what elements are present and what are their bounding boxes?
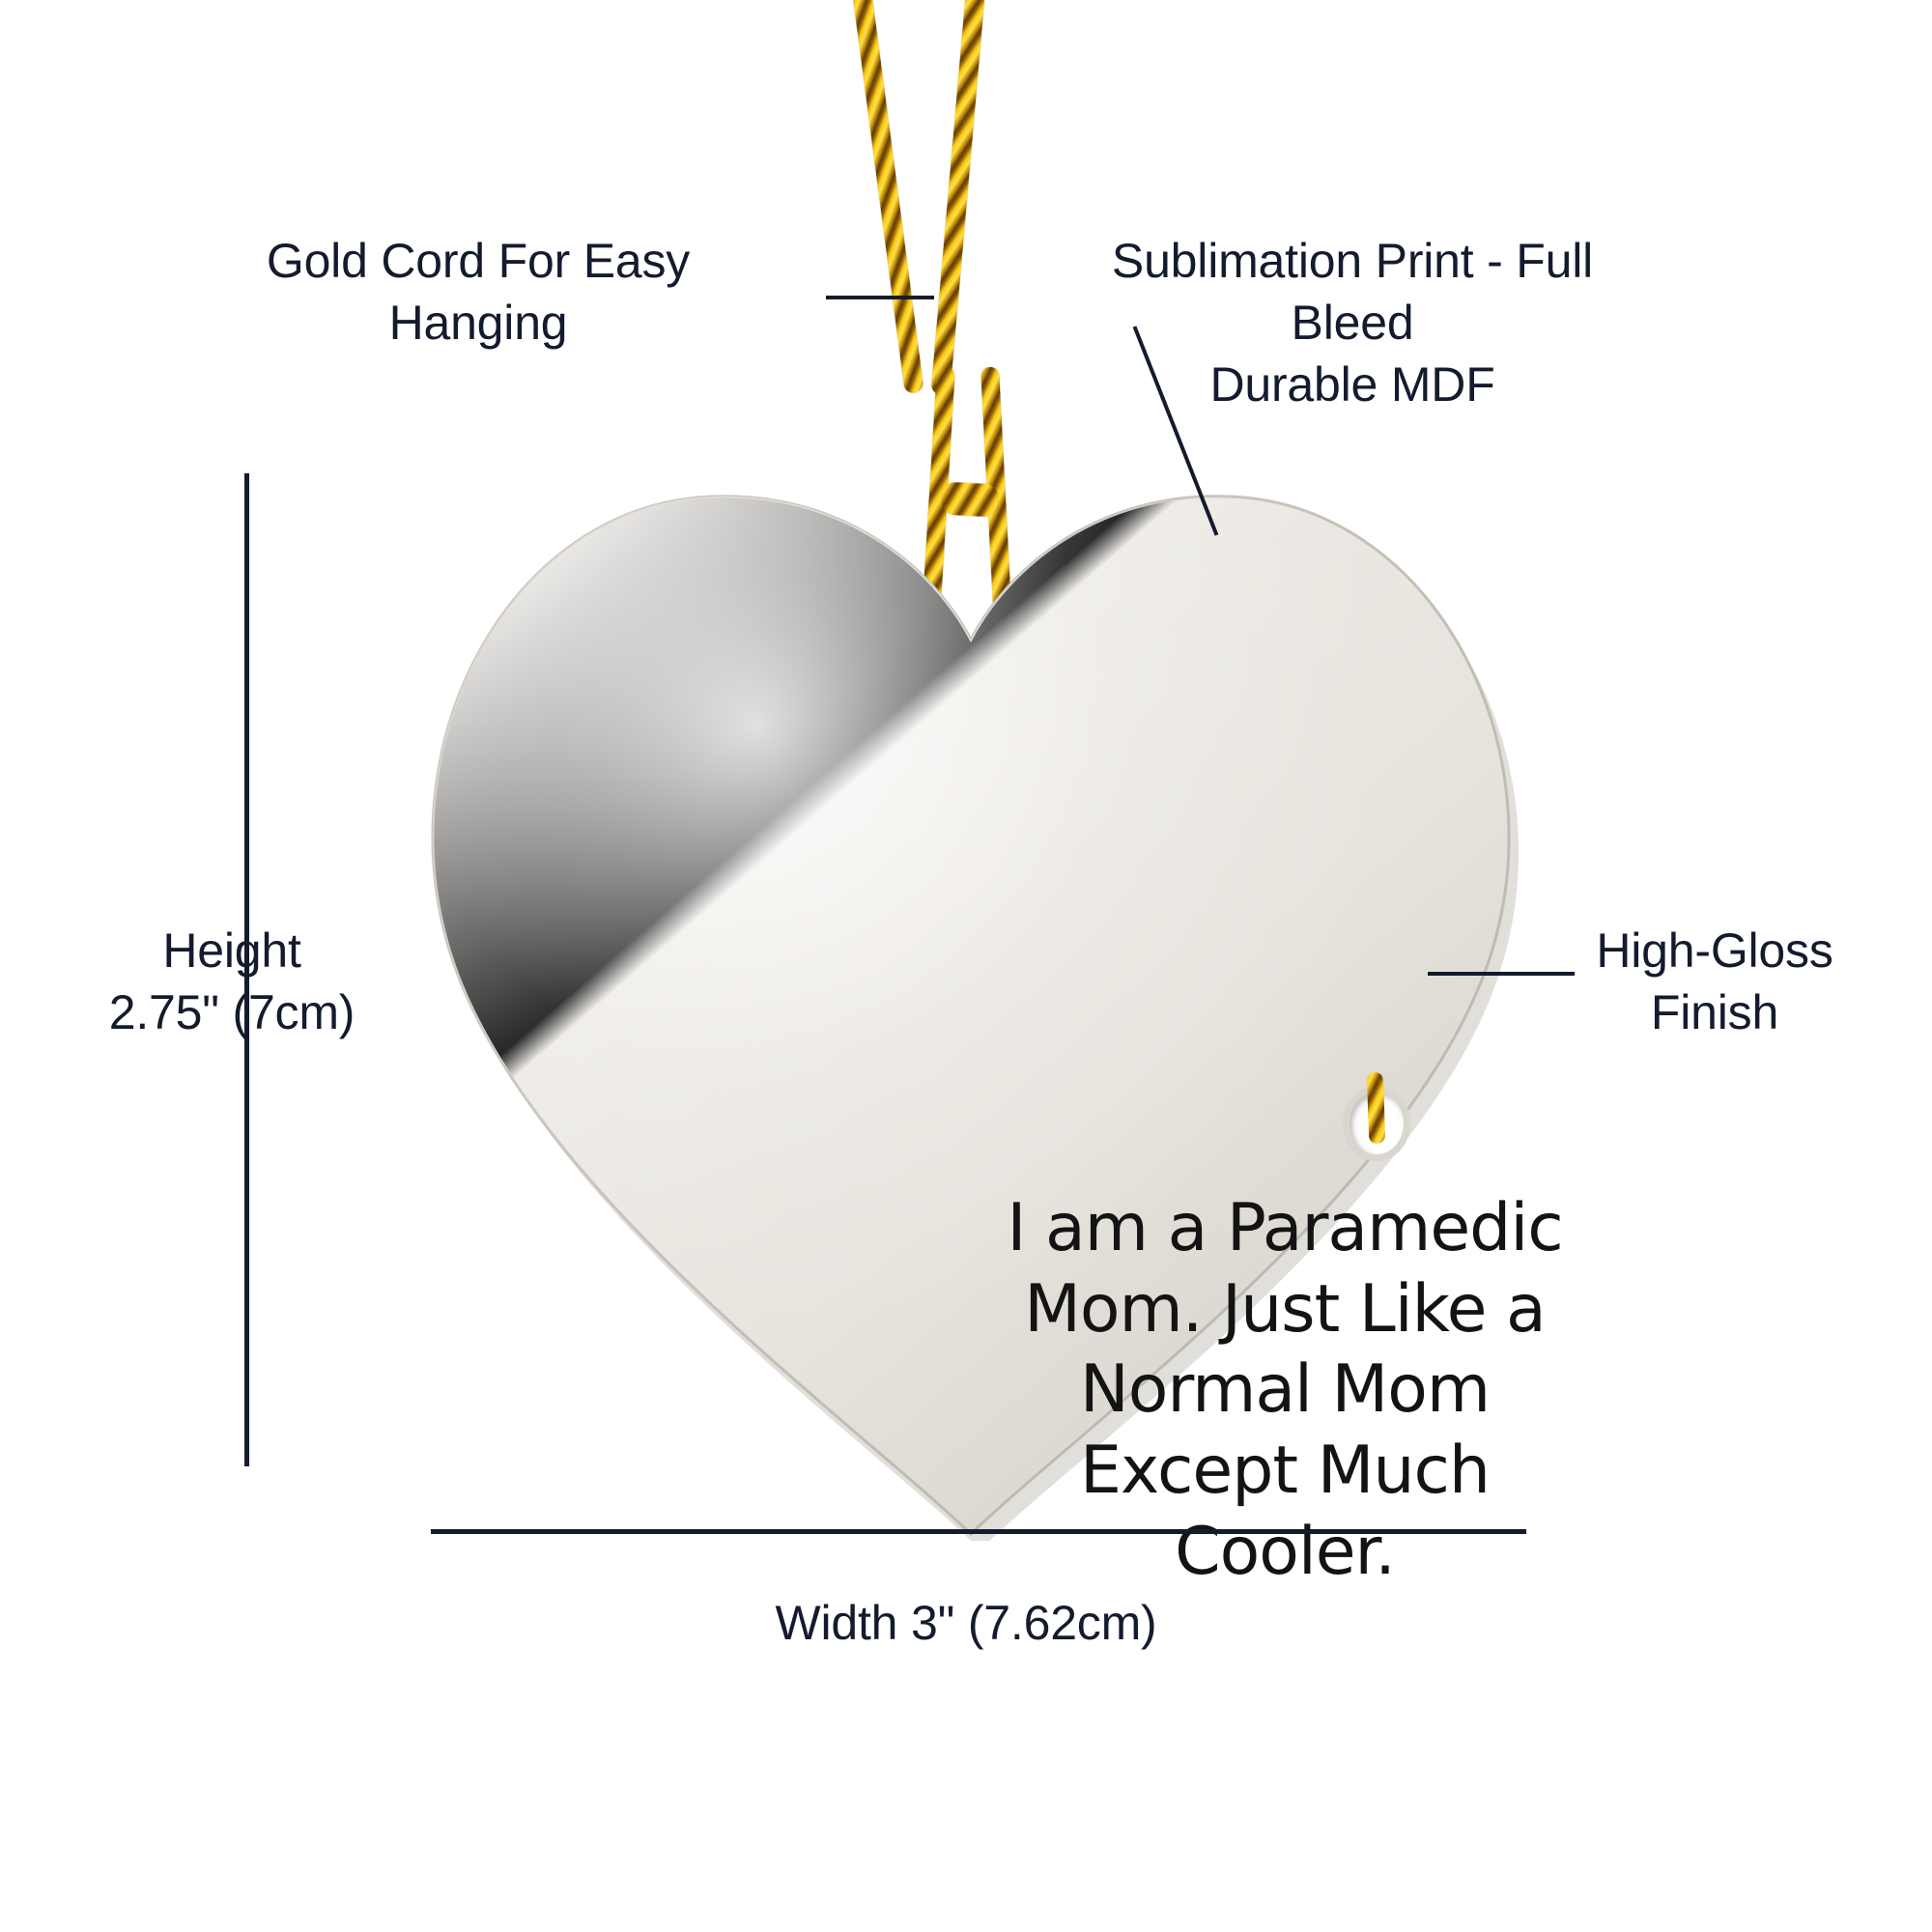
height-dimension-label: Height 2.75" (7cm) [108, 923, 355, 1039]
callout-label-high-gloss: High-Gloss Finish [1596, 923, 1833, 1039]
callout-label-gold-cord: Gold Cord For Easy Hanging [266, 234, 691, 350]
gold-cord-strand-left [852, 0, 924, 395]
height-dimension-line [244, 473, 249, 1466]
width-dimension-line [431, 1529, 1526, 1534]
gold-cord-strand-right [930, 0, 985, 396]
gold-cord-through-hole [1366, 1071, 1386, 1145]
heart-ornament: I am a Paramedic Mom. Just Like a Normal… [406, 454, 1564, 1590]
ornament-printed-text: I am a Paramedic Mom. Just Like a Normal… [1007, 1190, 1563, 1590]
leader-line-gold-cord [826, 296, 934, 299]
callout-label-sublimation: Sublimation Print - Full Bleed Durable M… [1111, 234, 1594, 412]
leader-line-high-gloss [1428, 972, 1575, 976]
width-dimension-label: Width 3" (7.62cm) [775, 1596, 1157, 1650]
